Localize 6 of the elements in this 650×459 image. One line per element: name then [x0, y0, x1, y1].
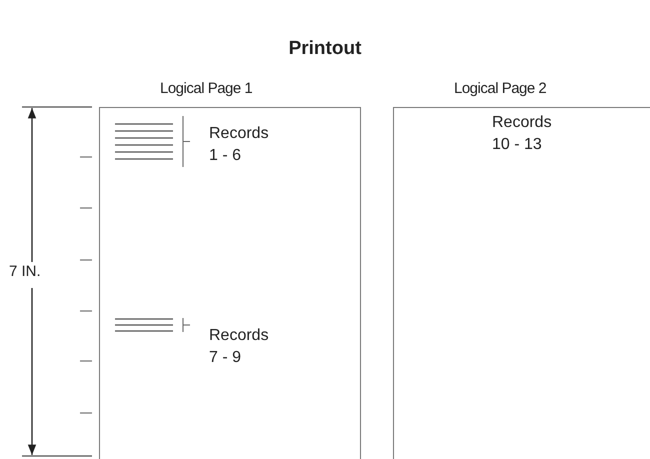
record-range-label: Records 7 - 9 — [209, 326, 270, 368]
title: Printout — [288, 38, 362, 60]
record-range-label: Records 10 - 13 — [492, 113, 553, 155]
page-heading: Logical Page 2 — [454, 80, 546, 97]
page-heading: Logical Page 1 — [160, 80, 252, 97]
record-range-label: Records 1 - 6 — [209, 124, 270, 166]
